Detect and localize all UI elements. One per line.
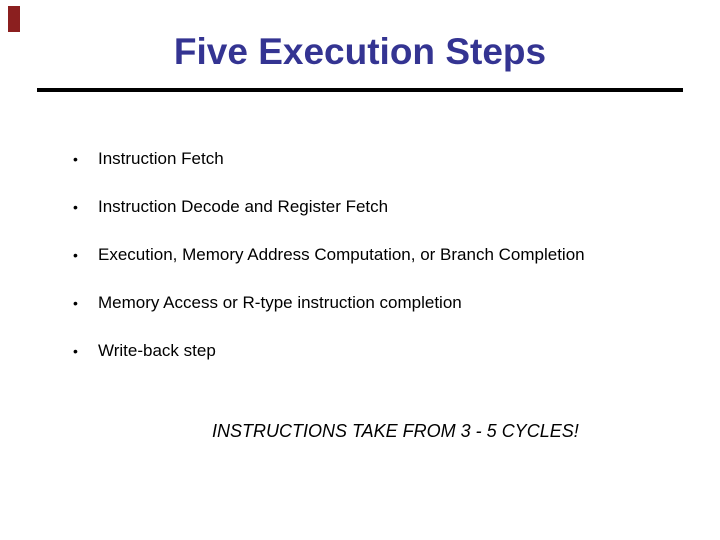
bullet-text: Execution, Memory Address Computation, o… [98, 245, 585, 264]
bullet-icon: • [73, 343, 78, 359]
list-item: • Write-back step [73, 340, 593, 362]
bullet-icon: • [73, 247, 78, 263]
slide-title: Five Execution Steps [173, 31, 547, 72]
bullet-text: Instruction Decode and Register Fetch [98, 197, 389, 216]
list-item: • Instruction Fetch [73, 148, 593, 170]
list-item: • Memory Access or R-type instruction co… [73, 292, 593, 314]
bullet-icon: • [73, 295, 78, 311]
footnote-text: INSTRUCTIONS TAKE FROM 3 - 5 CYCLES! [212, 421, 579, 441]
accent-bar [8, 6, 20, 32]
bullet-icon: • [73, 199, 78, 215]
bullet-text: Write-back step [98, 341, 216, 360]
bullet-list: • Instruction Fetch • Instruction Decode… [73, 148, 593, 388]
bullet-icon: • [73, 151, 78, 167]
list-item: • Instruction Decode and Register Fetch [73, 196, 593, 218]
bullet-text: Instruction Fetch [98, 149, 224, 168]
list-item: • Execution, Memory Address Computation,… [73, 244, 593, 266]
bullet-text: Memory Access or R-type instruction comp… [98, 293, 462, 312]
title-rule [37, 88, 683, 92]
